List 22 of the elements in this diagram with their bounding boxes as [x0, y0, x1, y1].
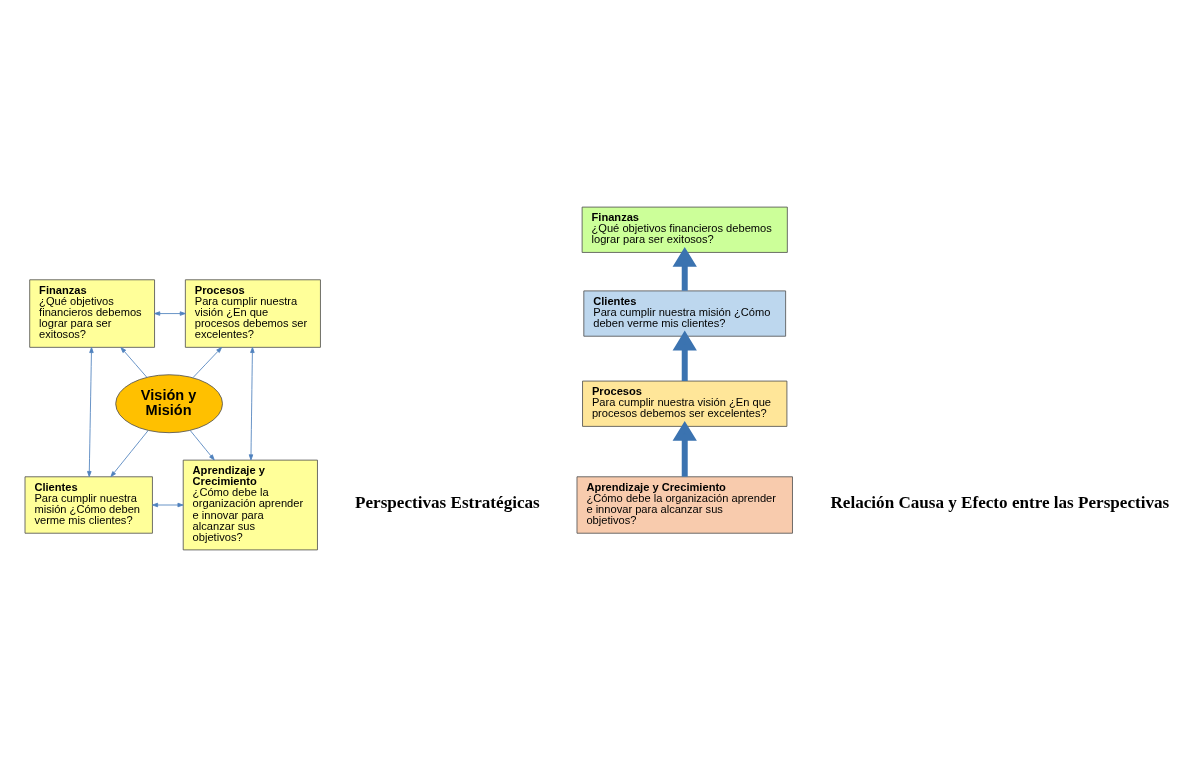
node-box: Clientes Para cumplir nuestra misión ¿Cómo deben verme mis clientes? [583, 290, 787, 337]
arrow [192, 347, 222, 379]
node-box: Aprendizaje y Crecimiento ¿Cómo debe la organización aprender e innovar para alcanzar sus objetivos? [576, 476, 793, 534]
label: Relación Causa y Efecto entre las Perspectivas [830, 493, 1170, 513]
node-box: Finanzas ¿Qué objetivos financieros debemos lograr para ser exitosos? [581, 206, 788, 253]
label: Perspectivas Estratégicas [355, 493, 540, 513]
node-box: Procesos Para cumplir nuestra visión ¿En que procesos debemos ser excelentes? [184, 279, 321, 348]
arrow [248, 347, 255, 461]
arrow [120, 347, 148, 378]
arrow [87, 347, 94, 477]
arrow [672, 330, 697, 381]
node-box: Finanzas ¿Qué objetivos financieros debemos lograr para ser exitosos? [29, 279, 155, 348]
arrow [152, 502, 184, 508]
arrow [189, 430, 215, 461]
arrow [672, 420, 697, 477]
arrow [110, 430, 149, 478]
arrow [154, 311, 186, 316]
node-box: Procesos Para cumplir nuestra visión ¿En que procesos debemos ser excelentes? [582, 380, 788, 427]
node-box: Clientes Para cumplir nuestra misión ¿Cómo deben verme mis clientes? [24, 476, 153, 534]
arrow [672, 246, 697, 291]
node-ellipse: Visión y Misión [115, 374, 223, 434]
node-box: Aprendizaje y Crecimiento ¿Cómo debe la organización aprender e innovar para alcanzar sus objetivos? [182, 459, 318, 551]
